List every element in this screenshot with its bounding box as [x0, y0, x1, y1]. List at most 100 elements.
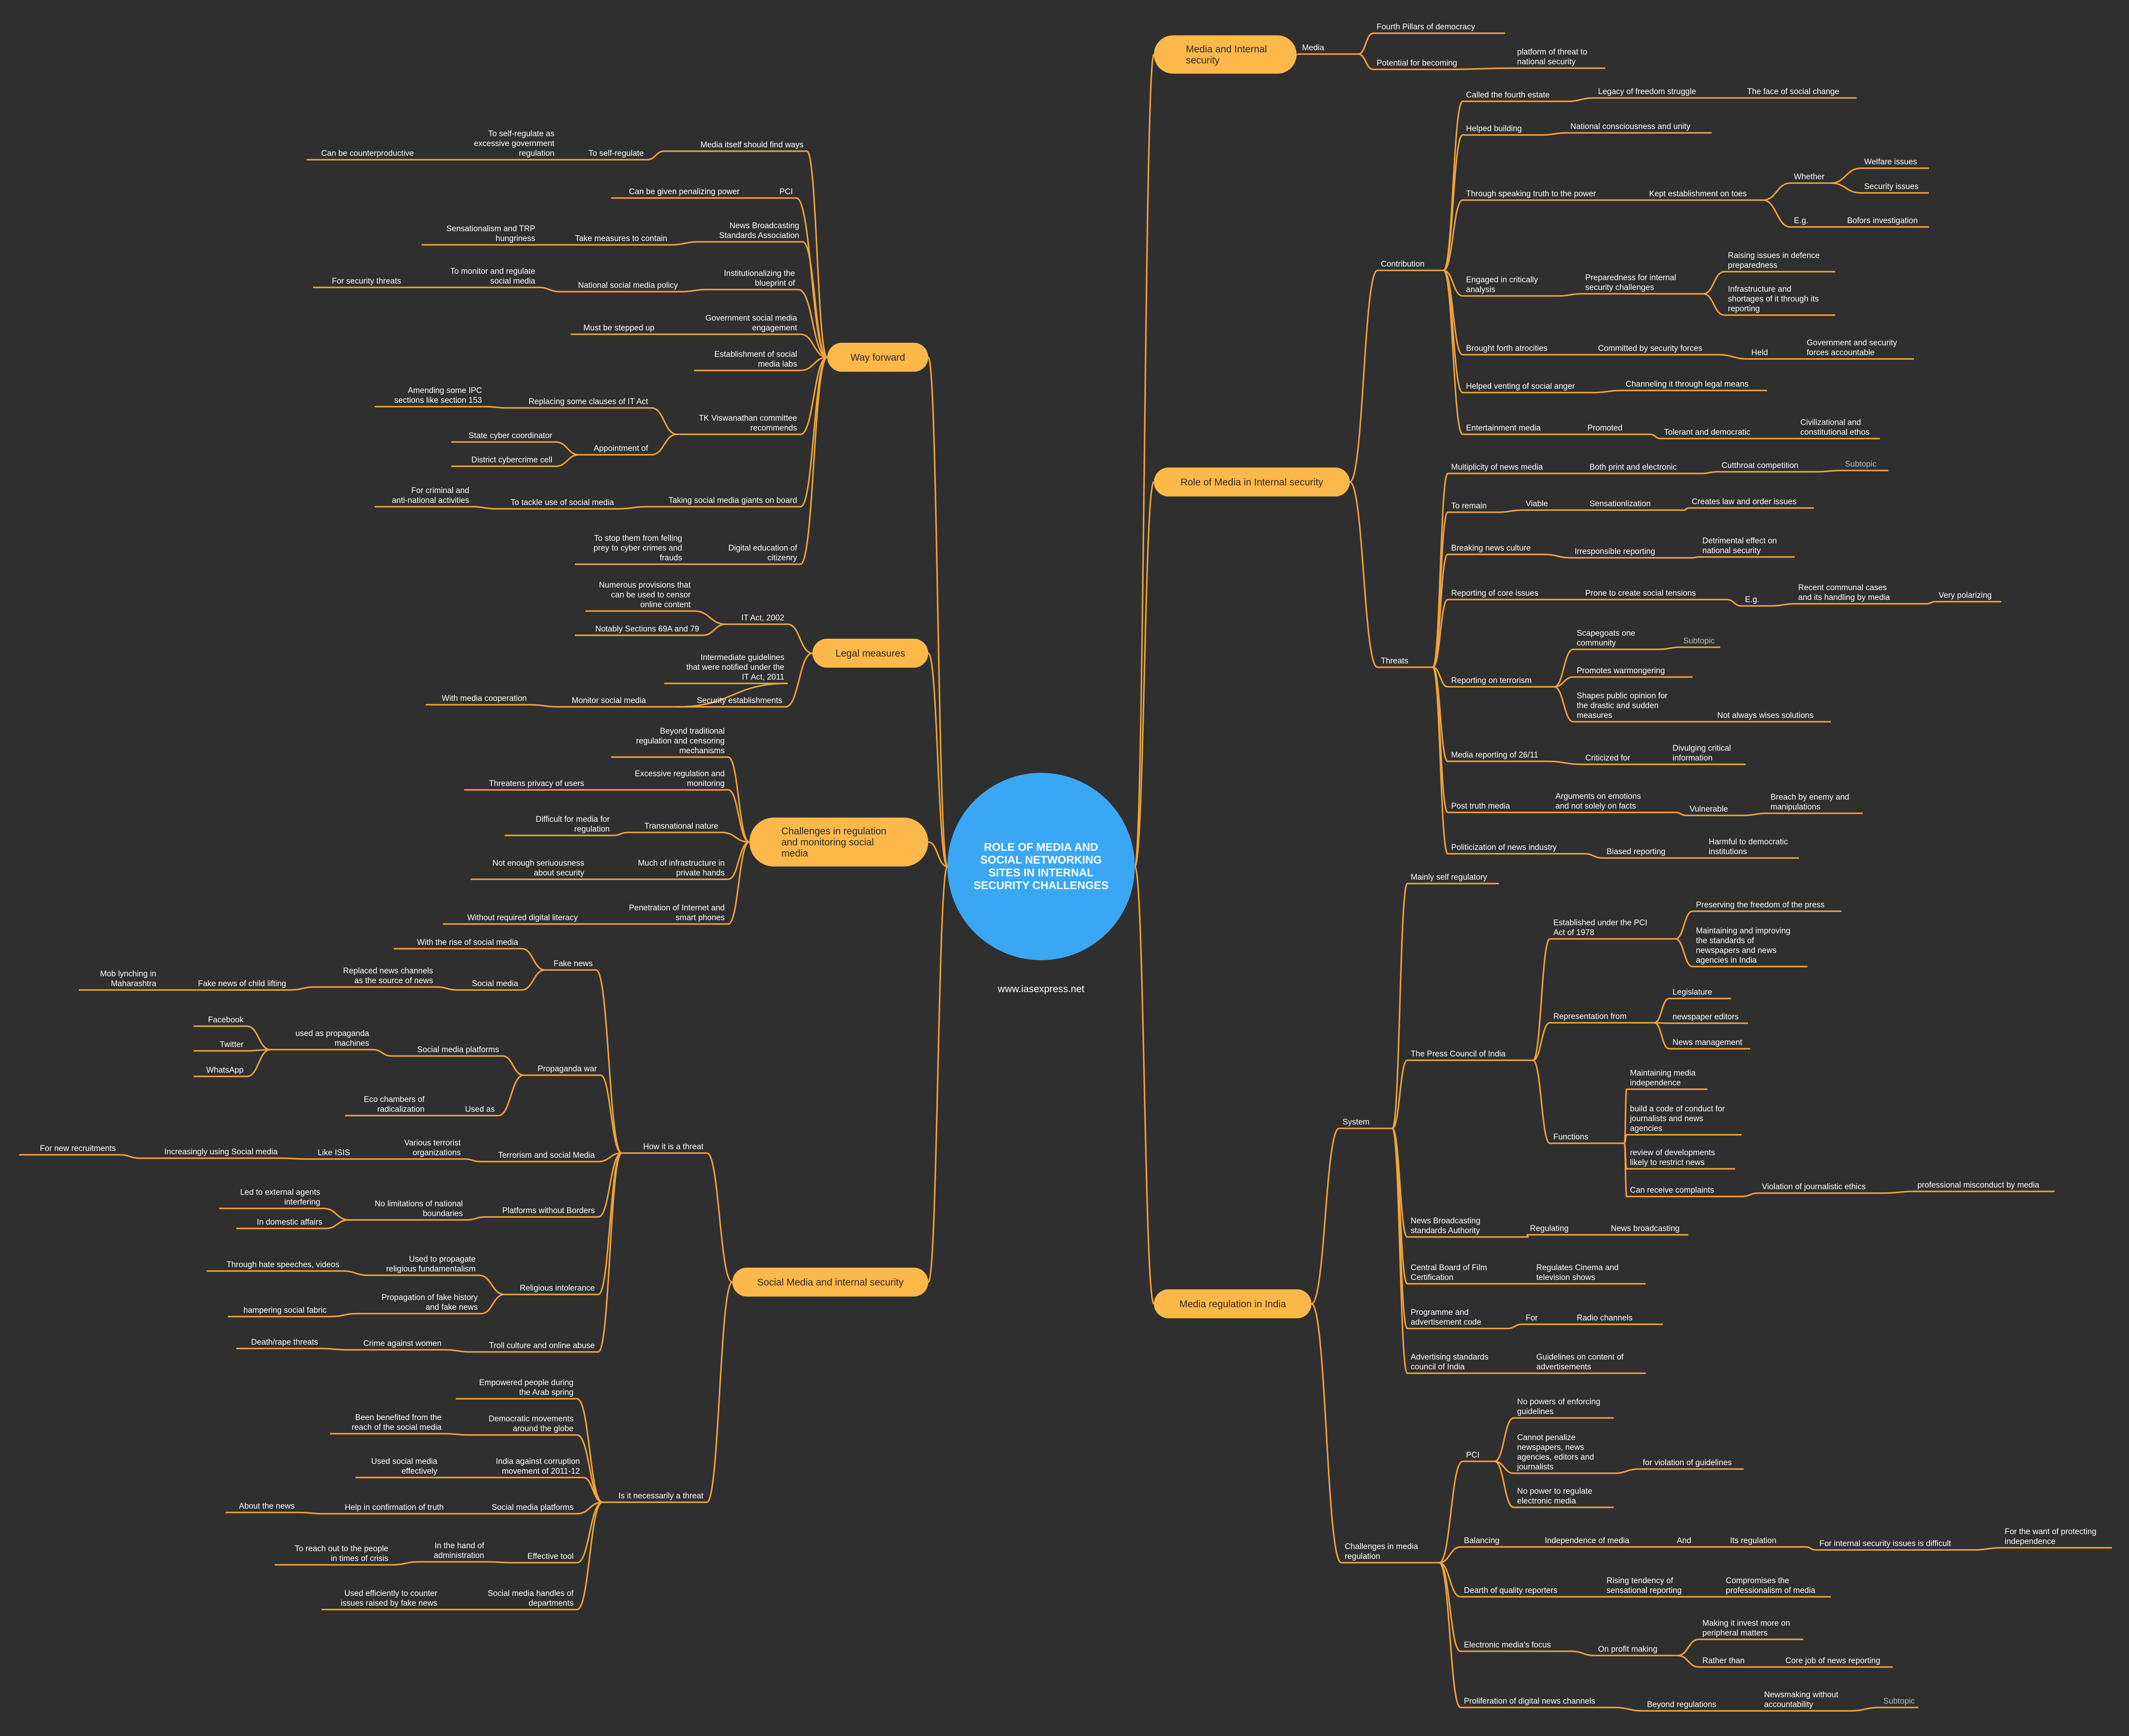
node-c-called[interactable]: Called the fourth estate [1466, 91, 1549, 100]
node-t-irresp[interactable]: Irresponsible reporting [1575, 547, 1655, 556]
node-r-newsb[interactable]: News broadcasting [1611, 1224, 1680, 1233]
branch-b5[interactable]: Legal measures [812, 639, 928, 668]
node-b2-threats[interactable]: Threats [1381, 657, 1408, 666]
node-w-replace[interactable]: Replacing some clauses of IT Act [528, 397, 648, 406]
node-s-prop[interactable]: Propaganda war [538, 1065, 597, 1073]
node-r-pci[interactable]: The Press Council of India [1411, 1050, 1506, 1059]
node-r-newsm[interactable]: News management [1673, 1038, 1742, 1047]
node-s-fb[interactable]: Facebook [208, 1016, 244, 1024]
node-s-about[interactable]: About the news [239, 1502, 295, 1511]
central-circle[interactable] [947, 773, 1135, 960]
node-t-creates[interactable]: Creates law and order issues [1692, 497, 1796, 506]
branch-b7[interactable]: Social Media and internal security [732, 1268, 928, 1297]
node-w-counter[interactable]: Can be counterproductive [321, 149, 414, 158]
node-c-security[interactable]: Security issues [1864, 182, 1919, 191]
node-t-multi[interactable]: Multiplicity of news media [1451, 463, 1543, 472]
node-s-eff[interactable]: Effective tool [528, 1552, 574, 1561]
node-s-smp[interactable]: Social media platforms [492, 1503, 574, 1512]
node-t-core[interactable]: Reporting of core issues [1451, 589, 1538, 598]
node-s-terror[interactable]: Terrorism and social Media [498, 1151, 595, 1160]
node-r-profit[interactable]: On profit making [1598, 1645, 1657, 1654]
node-r-and[interactable]: And [1677, 1536, 1691, 1545]
node-c-committed[interactable]: Committed by security forces [1598, 344, 1702, 353]
node-w-district[interactable]: District cybercrime cell [471, 456, 552, 465]
node-r-editors[interactable]: newspaper editors [1673, 1013, 1739, 1022]
node-c-face[interactable]: The face of social change [1747, 87, 1839, 96]
node-s-death[interactable]: Death/rape threats [251, 1338, 318, 1347]
node-s-usedas[interactable]: Used as [465, 1105, 495, 1114]
node-b1-pot[interactable]: Potential for becoming [1377, 59, 1457, 68]
branch-pill-b4[interactable] [827, 343, 928, 372]
node-t-subtopic2[interactable]: Subtopic [1683, 637, 1715, 646]
node-r-indep[interactable]: Independence of media [1545, 1536, 1630, 1545]
node-r-forint[interactable]: For internal security issues is difficul… [1819, 1539, 1951, 1548]
node-s-hate[interactable]: Through hate speeches, videos [227, 1260, 339, 1269]
node-l-coop[interactable]: With media cooperation [442, 694, 527, 703]
node-w-pci[interactable]: PCI [779, 187, 793, 196]
node-s-how[interactable]: How it is a threat [643, 1142, 704, 1151]
node-c-whether[interactable]: Whether [1794, 172, 1825, 181]
node-r-forviol[interactable]: for violation of guidelines [1643, 1458, 1732, 1467]
node-s-wa[interactable]: WhatsApp [206, 1066, 244, 1075]
node-c-ent[interactable]: Entertainment media [1466, 424, 1541, 433]
node-s-recruit[interactable]: For new recruitments [40, 1144, 116, 1153]
node-w-state[interactable]: State cyber coordinator [469, 431, 553, 440]
node-s-crime[interactable]: Crime against women [363, 1339, 442, 1348]
node-r-mainly[interactable]: Mainly self regulatory [1411, 873, 1487, 882]
node-r-bal[interactable]: Balancing [1464, 1536, 1499, 1545]
node-s-domestic[interactable]: In domestic affairs [257, 1218, 322, 1227]
node-t-subtopic1[interactable]: Subtopic [1845, 460, 1877, 469]
branch-b3[interactable]: Media regulation in India [1154, 1289, 1311, 1318]
node-l-it[interactable]: IT Act, 2002 [741, 614, 784, 623]
node-t-vuln[interactable]: Vulnerable [1690, 805, 1728, 814]
node-b1-4p[interactable]: Fourth Pillars of democracy [1377, 23, 1475, 32]
node-s-platforms[interactable]: Social media platforms [417, 1045, 499, 1054]
node-s-borders[interactable]: Platforms without Borders [502, 1206, 595, 1215]
node-s-tw[interactable]: Twitter [220, 1040, 244, 1049]
node-c-helped[interactable]: Helped building [1466, 124, 1522, 133]
node-w-take[interactable]: Take measures to contain [575, 234, 667, 243]
node-r-radio[interactable]: Radio channels [1577, 1314, 1633, 1323]
node-c-legacy[interactable]: Legacy of freedom struggle [1598, 87, 1696, 96]
branch-pill-b6[interactable] [749, 818, 928, 867]
node-t-warm[interactable]: Promotes warmongering [1577, 666, 1665, 675]
node-c-promoted[interactable]: Promoted [1587, 424, 1622, 433]
node-w-media[interactable]: Media itself should find ways [700, 141, 803, 149]
node-w-stepped[interactable]: Must be stepped up [583, 324, 654, 333]
node-c-brought[interactable]: Brought forth atrocities [1466, 344, 1547, 353]
node-w-giants[interactable]: Taking social media giants on board [669, 496, 797, 505]
node-r-itsreg[interactable]: Its regulation [1730, 1536, 1776, 1545]
node-s-incr[interactable]: Increasingly using Social media [164, 1148, 278, 1156]
